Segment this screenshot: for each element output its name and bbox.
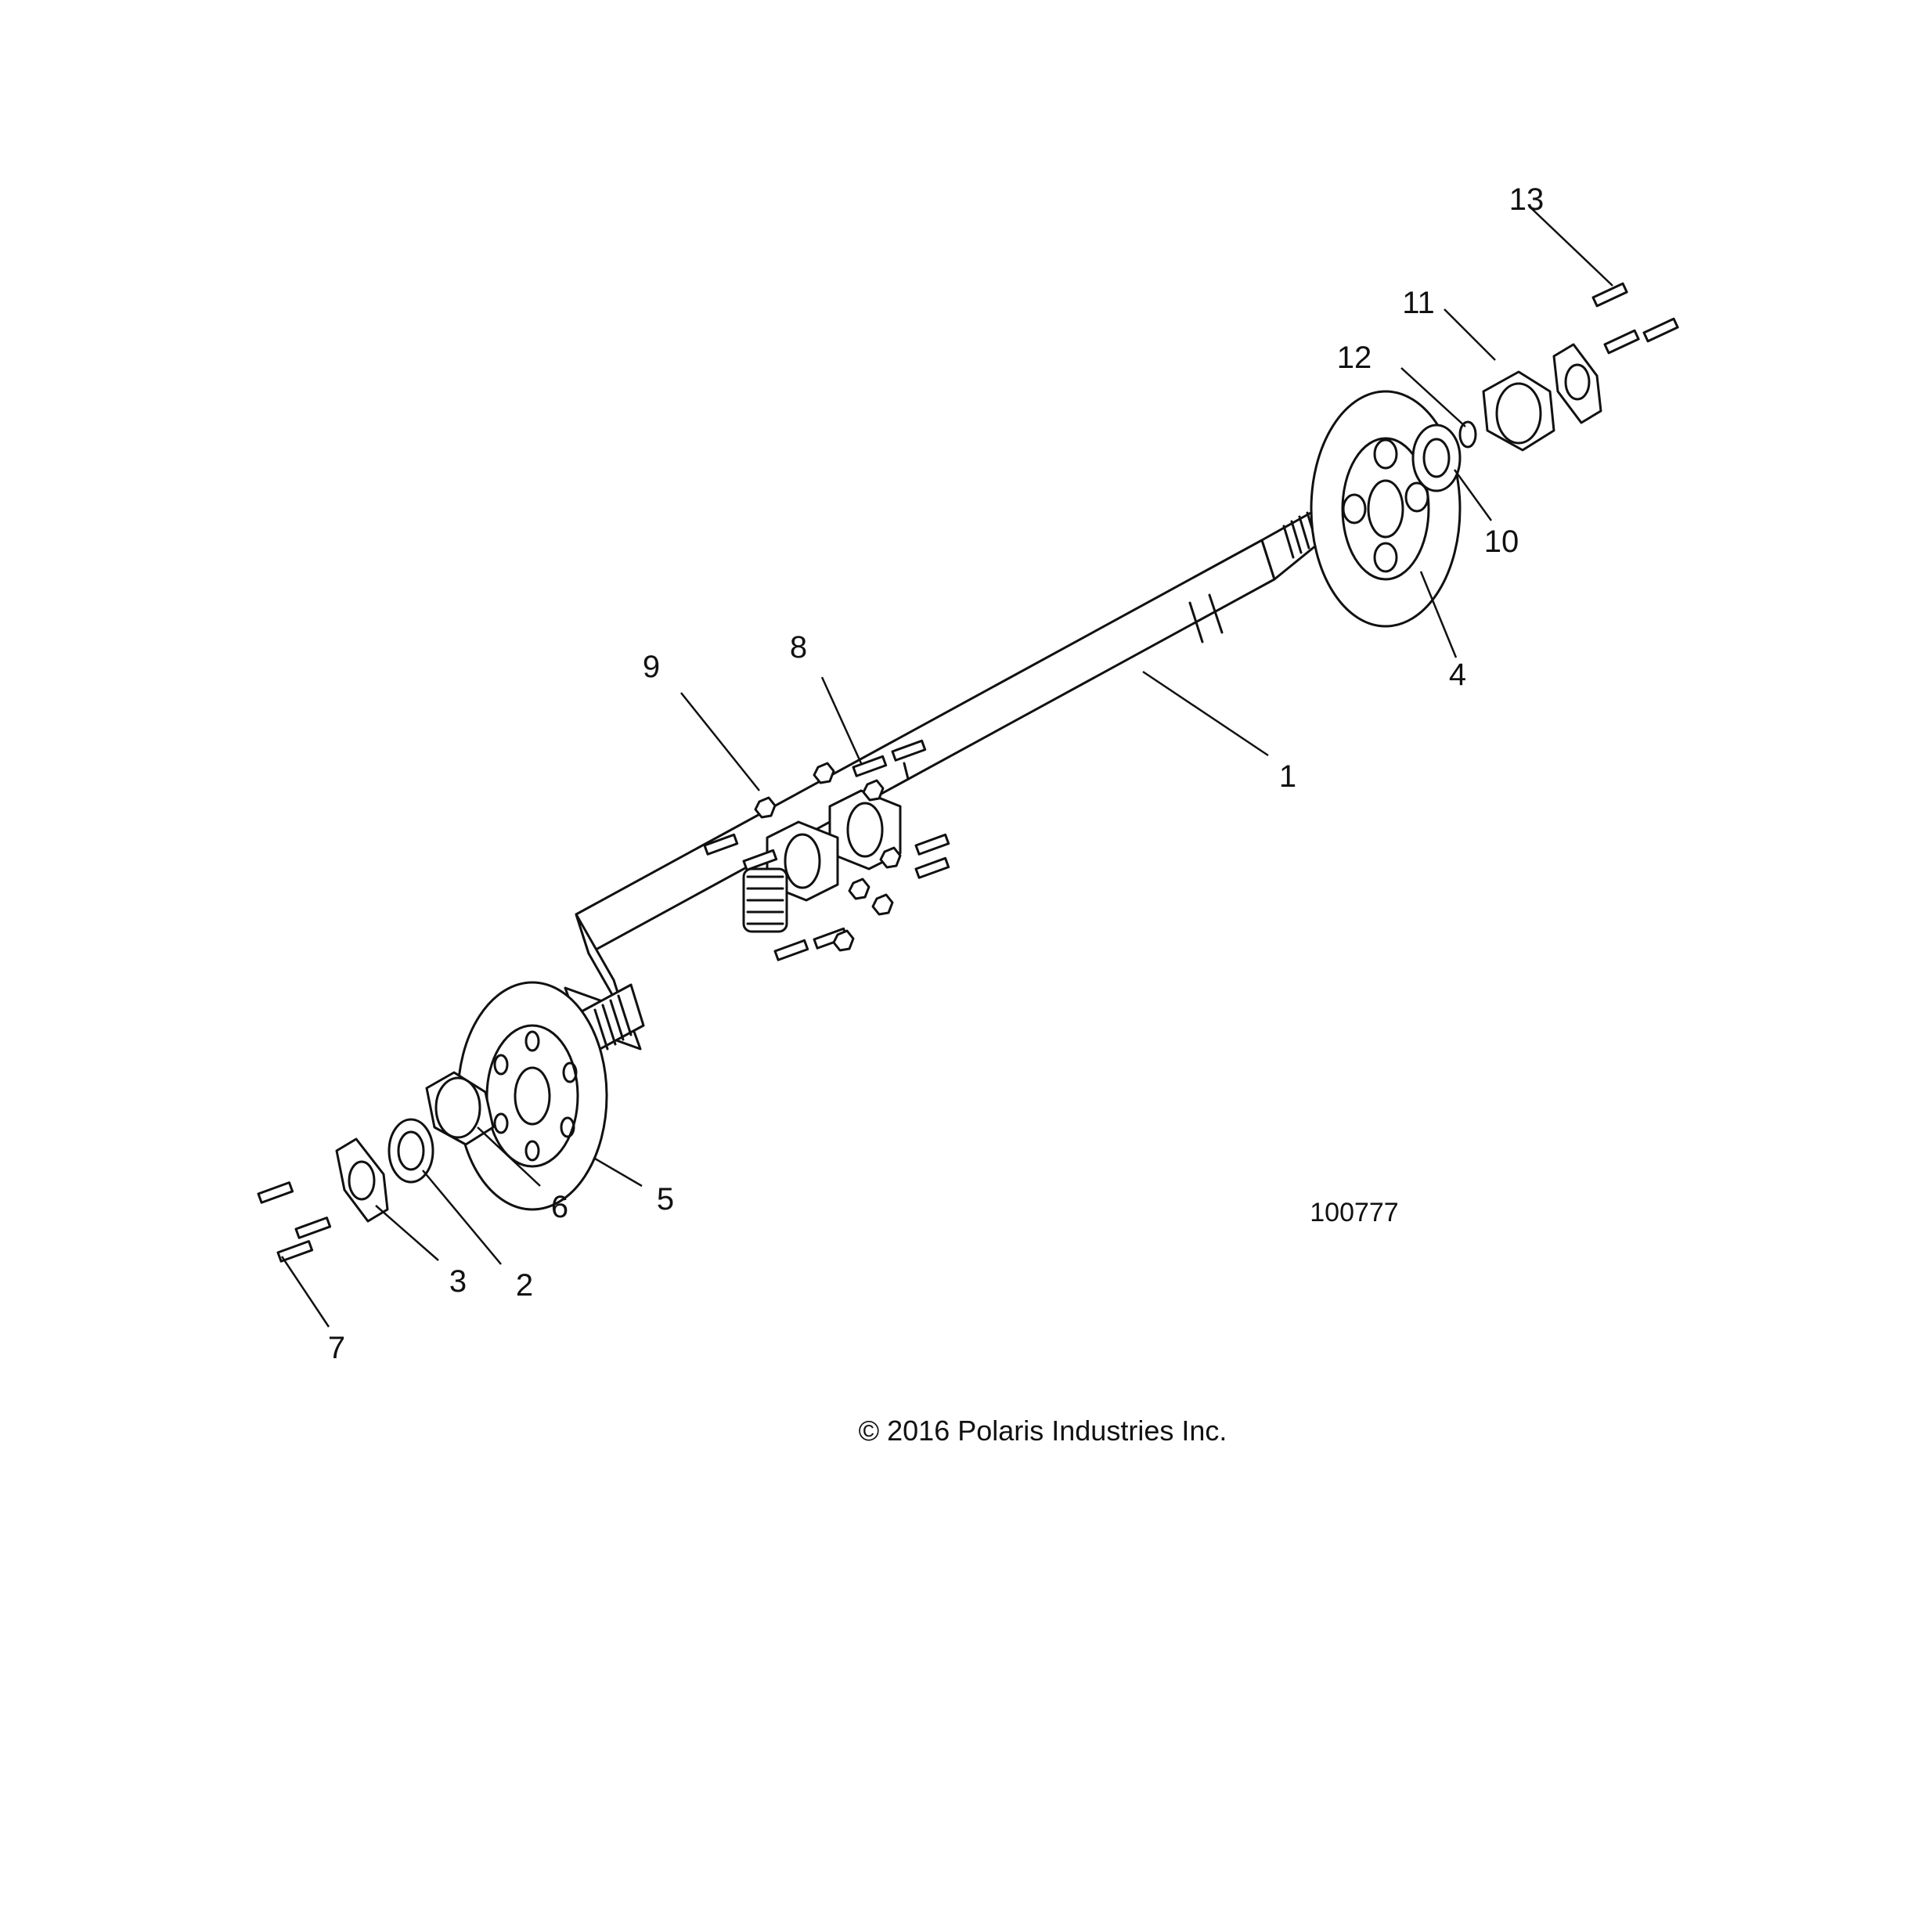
callout-8: 8 — [790, 630, 807, 665]
callout-12: 12 — [1337, 341, 1372, 375]
bearing-housing-right — [1482, 370, 1555, 452]
leader-lines — [280, 207, 1613, 1328]
callout-5: 5 — [657, 1182, 674, 1217]
axle-shaft — [564, 509, 1328, 1058]
callout-11: 11 — [1402, 286, 1435, 320]
bearing-right — [1411, 424, 1462, 492]
callout-7: 7 — [328, 1331, 345, 1365]
callout-10: 10 — [1484, 524, 1519, 559]
washer — [1458, 420, 1477, 449]
copyright-notice: © 2016 Polaris Industries Inc. — [859, 1415, 1227, 1447]
callout-13: 13 — [1509, 182, 1545, 217]
flange-plate-left — [335, 1137, 389, 1223]
callout-3: 3 — [449, 1264, 467, 1299]
hub-nuts — [754, 762, 902, 952]
hub-bolts — [703, 739, 950, 961]
flange-plate-right — [1552, 343, 1602, 424]
flange-bolts-left — [257, 1181, 332, 1263]
bearing-housing-left — [425, 1071, 495, 1146]
bearing-left — [387, 1118, 434, 1184]
callout-4: 4 — [1449, 658, 1466, 692]
callout-9: 9 — [643, 650, 660, 684]
callouts: 1 2 3 4 5 6 7 8 9 10 11 12 13 — [328, 182, 1544, 1365]
callout-6: 6 — [551, 1190, 568, 1224]
flange-bolts-right — [1591, 282, 1679, 355]
callout-1: 1 — [1279, 759, 1296, 794]
callout-2: 2 — [516, 1268, 533, 1303]
brake-disc — [456, 981, 608, 1211]
reference-number: 100777 — [1310, 1198, 1398, 1227]
